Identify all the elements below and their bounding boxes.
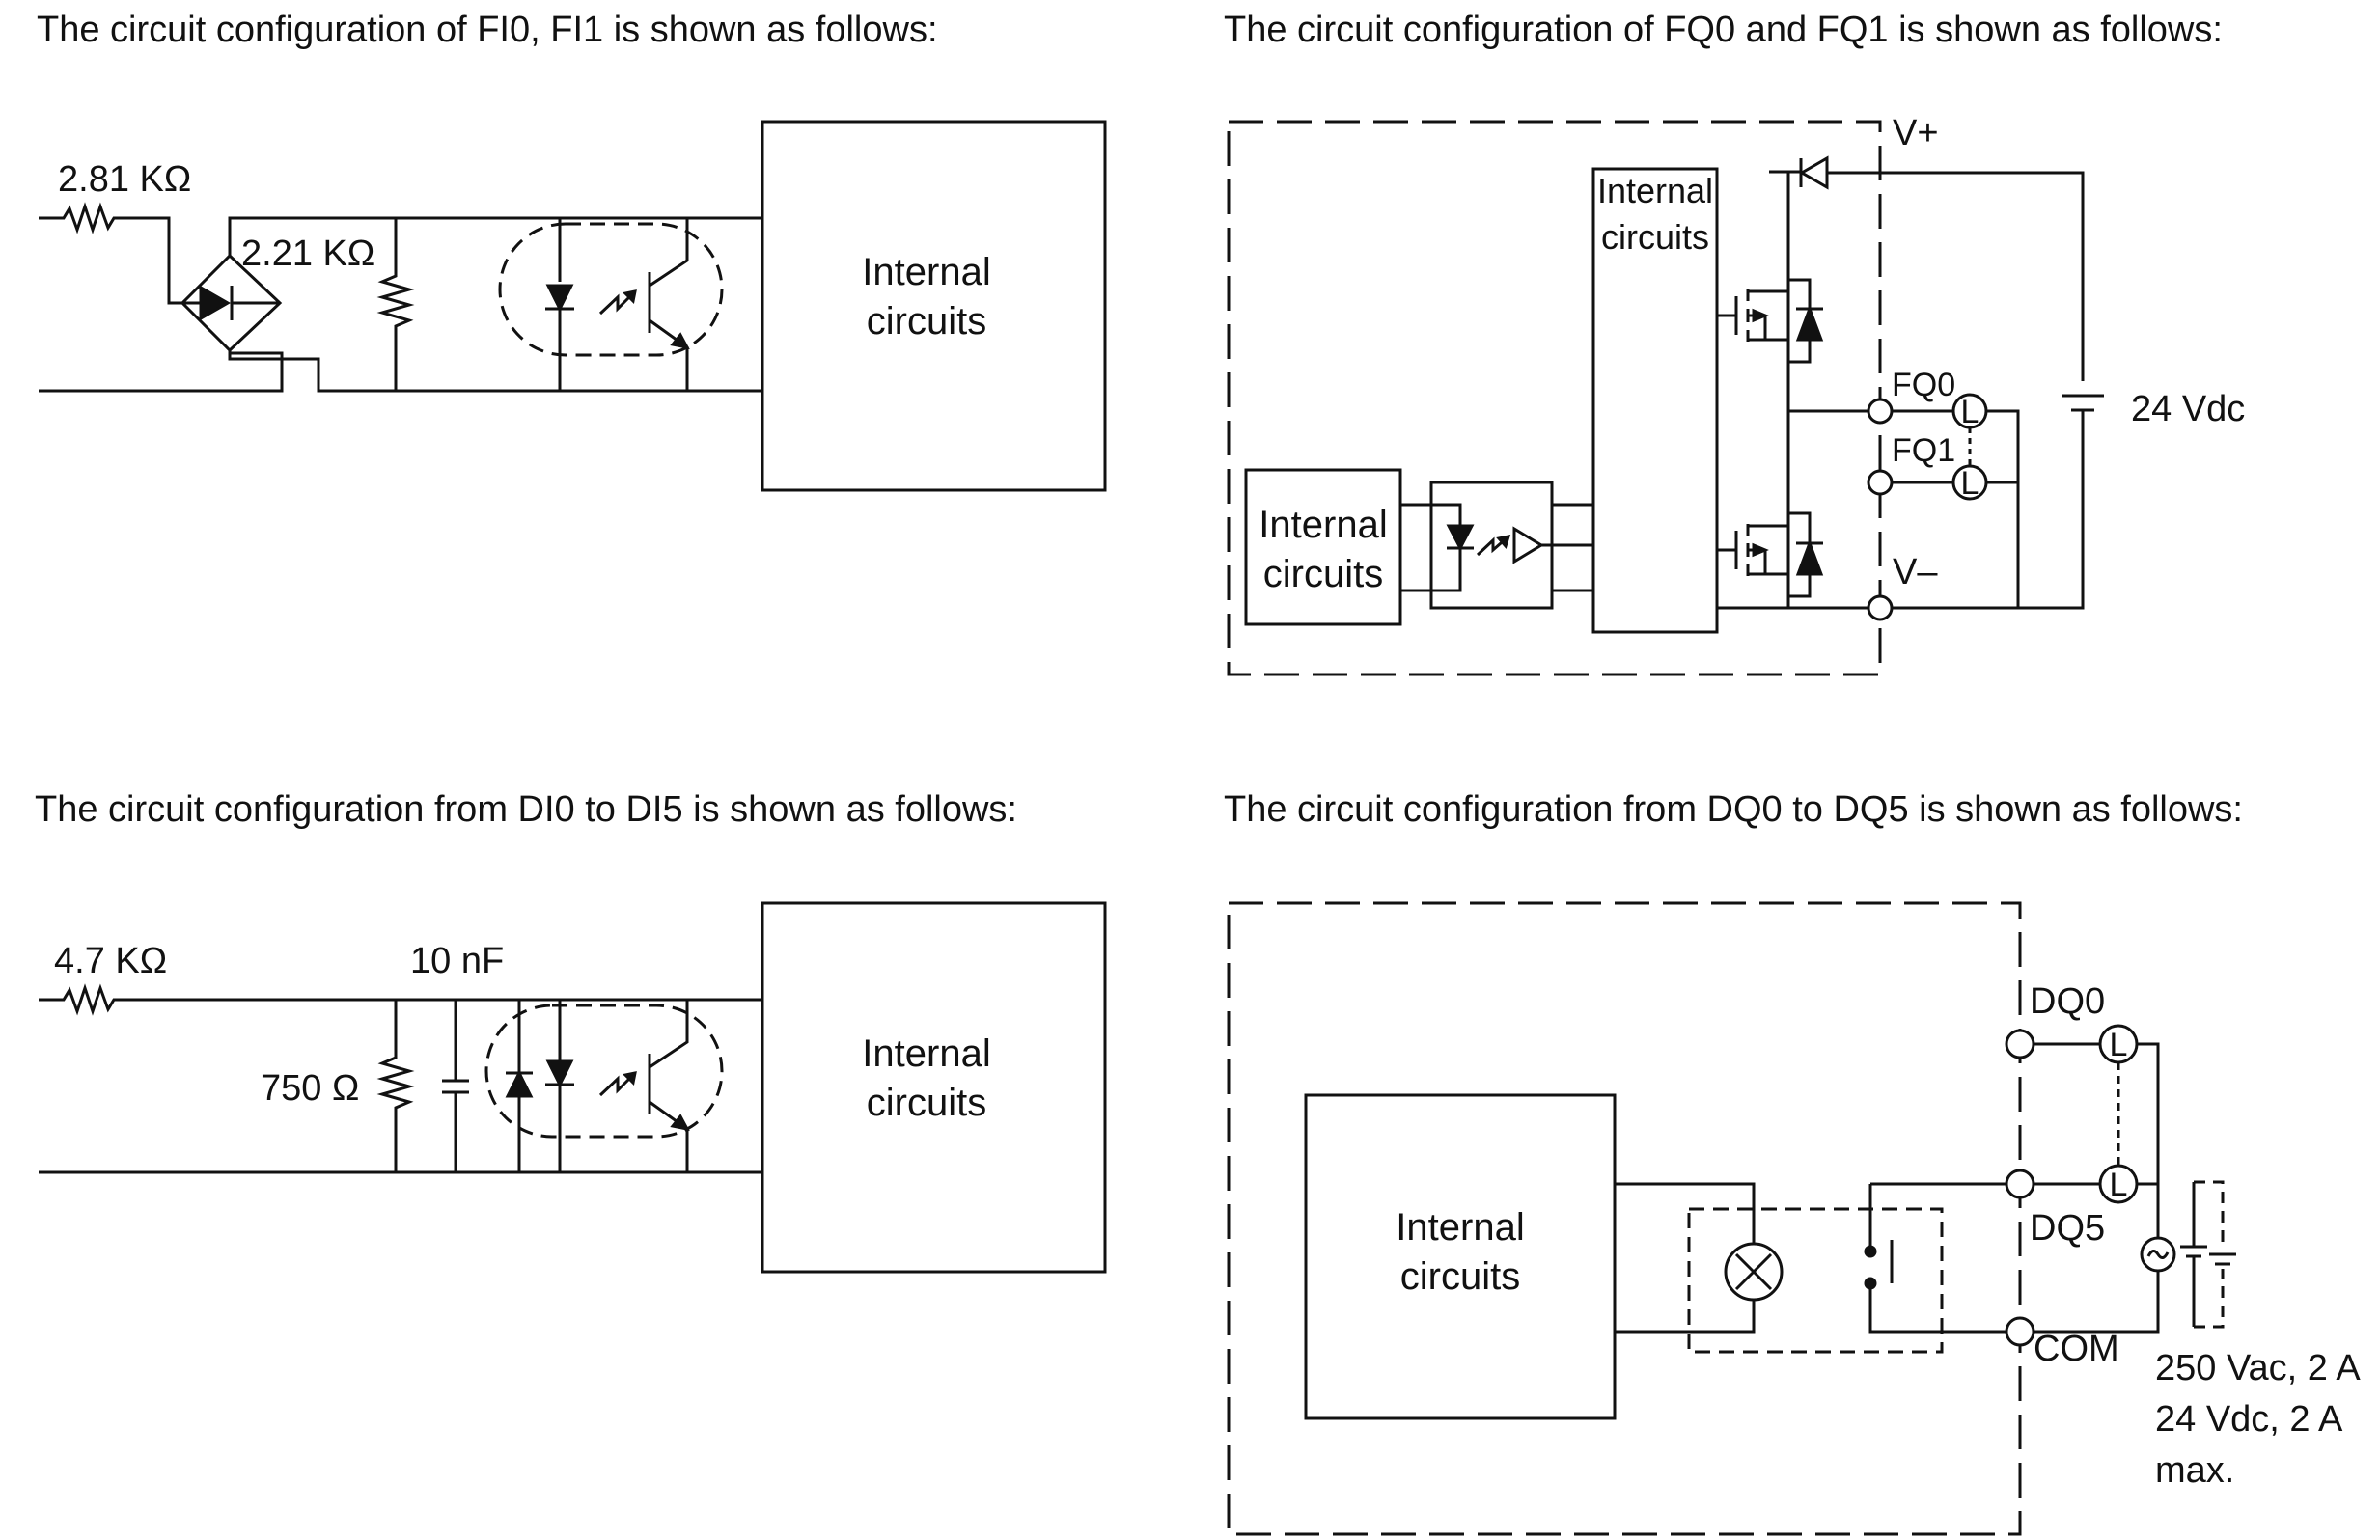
dq-internal-circuits-block (1304, 1093, 1617, 1420)
fq-opto-isolator (1400, 481, 1554, 610)
fi-internal-circuits-block (761, 120, 1107, 492)
fq-vminus-rail (1892, 410, 2085, 610)
dq-dc-source-option (2194, 1180, 2225, 1329)
dq-dq0-label: DQ0 (2030, 981, 2105, 1022)
fq-load-fq1-label: L (1961, 465, 1979, 502)
fi-heading: The circuit configuration of FI0, FI1 is… (37, 10, 938, 50)
dq-terminal-dq0 (2005, 1029, 2035, 1059)
fq-load-return (1986, 409, 2020, 608)
di-resistor2-label: 750 Ω (261, 1068, 359, 1109)
dq-enclosure (1227, 901, 2022, 1536)
dq-block-line2: circuits (1400, 1255, 1520, 1298)
di-heading: The circuit configuration from DI0 to DI… (35, 789, 1017, 830)
dq-heading: The circuit configuration from DQ0 to DQ… (1224, 789, 2243, 830)
dq-load-return (2137, 1042, 2160, 1254)
di-circuit-diagram: 4.7 KΩ 10 nF 750 Ω Internal circuits (39, 901, 1107, 1274)
di-block-line1: Internal (862, 1032, 990, 1075)
fq-reverse-diode (1798, 155, 1829, 190)
fq-circuit-diagram: V+ V– FQ0 FQ1 24 Vdc Internal circuits I… (1227, 113, 2245, 676)
dq-dc-battery-symbol (2180, 1182, 2236, 1327)
dq-relay-coil (1724, 1242, 1784, 1302)
fq-left-block-line2: circuits (1263, 553, 1383, 595)
fq-heading: The circuit configuration of FQ0 and FQ1… (1224, 10, 2223, 50)
di-shunt-resistor (376, 1000, 415, 1172)
fq-fq1-label: FQ1 (1892, 432, 1955, 469)
dq-coil-wires (1615, 1182, 1756, 1334)
fq-internal-circuits-right (1591, 167, 1719, 634)
di-internal-circuits-block (761, 901, 1107, 1274)
di-capacitor (442, 1000, 469, 1172)
fq-terminal-vminus (1867, 594, 1894, 621)
di-optocoupler (484, 1000, 724, 1172)
fq-vminus-label: V– (1893, 552, 1938, 592)
di-resistor1-label: 4.7 KΩ (54, 941, 167, 981)
fi-block-line1: Internal (862, 251, 990, 293)
fi-circuit-diagram: 2.81 KΩ 2.21 KΩ Internal circuits (39, 120, 1107, 492)
fq-right-block-line2: circuits (1601, 217, 1709, 257)
dq-circuit-diagram: DQ0 DQ5 COM 250 Vac, 2 A 24 Vdc, 2 A max… (1227, 901, 2361, 1536)
dq-rating-line3: max. (2155, 1450, 2234, 1491)
dq-load-dq5-label: L (2110, 1167, 2128, 1203)
fi-shunt-resistor (376, 218, 415, 391)
fq-battery-symbol (2062, 394, 2104, 412)
fq-top-mosfet (1717, 278, 1824, 364)
fq-right-block-line1: Internal (1597, 171, 1713, 210)
dq-rating-line1: 250 Vac, 2 A (2155, 1348, 2361, 1389)
fi-top-rail (228, 216, 743, 256)
fq-bottom-mosfet (1717, 511, 1824, 598)
dq-relay-contact (1864, 1182, 2017, 1334)
dq-com-label: COM (2034, 1329, 2119, 1369)
fq-vplus-label: V+ (1893, 113, 1939, 153)
dq-relay-enclosure (1687, 1207, 1944, 1354)
fq-left-block-line1: Internal (1259, 504, 1387, 546)
fi-block-line2: circuits (867, 300, 986, 343)
dq-ac-source (2140, 1236, 2176, 1273)
fq-vplus-rail (1788, 170, 2085, 381)
fq-terminal-fq1 (1867, 469, 1894, 496)
fq-load-fq0-label: L (1961, 394, 1979, 430)
dq-block-line1: Internal (1396, 1206, 1524, 1249)
fq-drain-bus (1769, 170, 1790, 608)
dq-rating-line2: 24 Vdc, 2 A (2155, 1399, 2343, 1440)
fi-resistor1-label: 2.81 KΩ (58, 159, 191, 200)
di-capacitor-label: 10 nF (410, 941, 504, 981)
dq-terminal-com (2005, 1316, 2035, 1347)
dq-load-dq0-label: L (2110, 1027, 2128, 1063)
fi-optocoupler (498, 218, 724, 391)
di-input-resistor (39, 983, 762, 1016)
di-block-line2: circuits (867, 1082, 986, 1124)
dq-load-wires (2034, 1042, 2115, 1186)
fi-bottom-input-wire (39, 351, 284, 393)
fq-supply-label: 24 Vdc (2131, 389, 2245, 429)
dq-terminal-dq5 (2005, 1169, 2035, 1199)
fi-input-resistor (39, 202, 182, 305)
fi-bottom-rail (228, 350, 743, 393)
fq-fq0-label: FQ0 (1892, 367, 1955, 403)
fq-internal-circuits-left (1244, 468, 1402, 626)
dq-com-wire (2034, 1271, 2160, 1334)
fq-terminal-fq0 (1867, 398, 1894, 425)
fi-resistor2-label: 2.21 KΩ (241, 234, 374, 274)
dq-dq5-label: DQ5 (2030, 1208, 2105, 1249)
